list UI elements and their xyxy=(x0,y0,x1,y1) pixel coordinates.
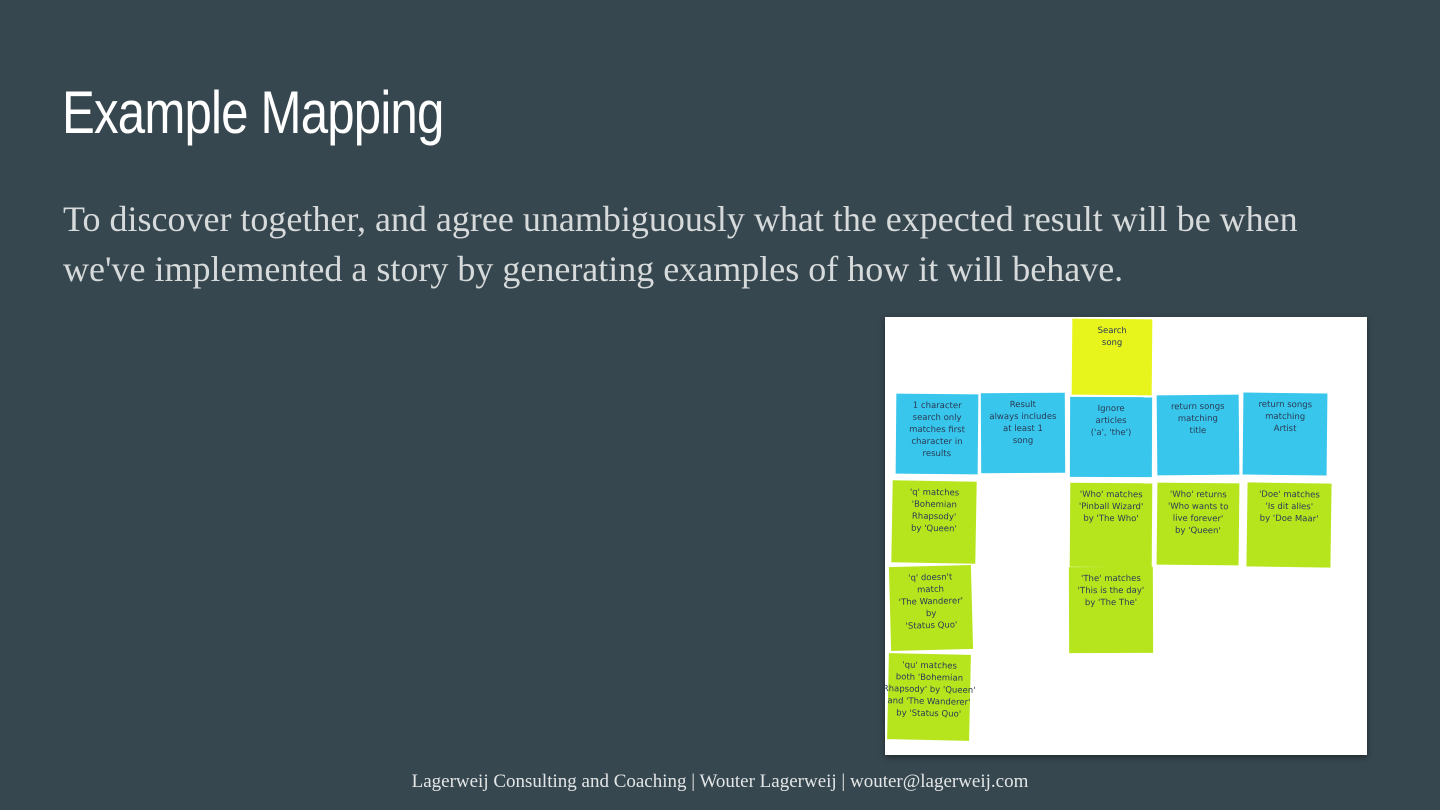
story-card: Search song xyxy=(1071,318,1153,396)
rule-card: Ignore articles ('a', 'the') xyxy=(1069,396,1153,478)
rule-card-text: return songs xyxy=(1258,400,1312,411)
example-card-text: 'The Wanderer' xyxy=(899,596,964,608)
rule-card: return songs matching title xyxy=(1156,394,1240,476)
example-card-text: Rhapsody' xyxy=(912,512,956,523)
example-card-text: 'q' doesn't xyxy=(908,572,953,583)
rule-card-text: at least 1 xyxy=(1003,424,1043,434)
rule-card-text: Result xyxy=(1010,400,1037,410)
example-mapping-photo: Search song 1 character search only matches … xyxy=(885,317,1367,755)
rule-card-text: character in xyxy=(911,437,962,447)
example-card-text: by 'Doe Maar' xyxy=(1260,514,1319,525)
example-card-text: 'Doe' matches xyxy=(1259,490,1321,501)
rule-card-text: always includes xyxy=(989,412,1057,422)
slide-title: Example Mapping xyxy=(62,79,444,146)
rule-card-text: results xyxy=(923,449,952,459)
rule-card-text: matching xyxy=(1265,412,1305,422)
example-card-text: 'q' matches xyxy=(910,488,960,499)
example-card-text: 'This is the day' xyxy=(1078,586,1145,596)
rule-card-text: Artist xyxy=(1274,424,1298,434)
example-card-text: 'Who wants to xyxy=(1168,502,1229,513)
example-card-text: by 'The The' xyxy=(1085,598,1137,608)
rule-card-text: articles xyxy=(1095,416,1127,426)
example-card: 'The' matches 'This is the day' by 'The Th… xyxy=(1068,566,1154,654)
rule-card-text: song xyxy=(1013,436,1033,446)
example-card-text: 'Bohemian xyxy=(912,500,957,511)
example-card-text: by 'The Who' xyxy=(1083,514,1138,524)
story-card-text: Search xyxy=(1098,326,1127,336)
example-card-text: by 'Status Quo' xyxy=(896,708,961,719)
example-card: 'Doe' matches'Is dit alles'by 'Doe Maar' xyxy=(1246,482,1332,568)
example-card-text: match xyxy=(917,585,944,596)
slide-footer: Lagerweij Consulting and Coaching | Wout… xyxy=(411,771,1029,792)
example-card-text: live forever' xyxy=(1173,514,1224,525)
sticky-notes-illustration: Search song 1 character search only matches … xyxy=(885,317,1367,755)
rule-card-text: Ignore xyxy=(1098,404,1125,414)
example-card-text: 'Pinball Wizard' xyxy=(1079,502,1143,512)
rule-card-text: ('a', 'the') xyxy=(1091,428,1132,438)
rule-card-text: matches first xyxy=(909,425,966,435)
example-card-text: and 'The Wanderer' xyxy=(887,696,970,708)
example-card-text: 'Status Quo' xyxy=(905,620,957,631)
example-card-text: by 'Queen' xyxy=(911,524,957,535)
example-card-text: 'The' matches xyxy=(1081,574,1141,584)
example-card: 'Who' matches 'Pinball Wizard' by 'The Who… xyxy=(1069,482,1153,568)
rule-card-text: return songs xyxy=(1171,402,1225,412)
example-card-text: 'Is dit alles' xyxy=(1265,502,1313,513)
story-card-text: song xyxy=(1102,338,1123,348)
example-card-text: Rhapsody' by 'Queen' xyxy=(885,684,976,696)
example-card-text: 'Who' matches xyxy=(1080,490,1144,500)
example-card-text: by 'Queen' xyxy=(1175,526,1221,536)
rule-card-text: 1 character xyxy=(913,401,962,411)
example-card: 'q' doesn't match'The Wanderer'by'Status … xyxy=(888,564,974,652)
example-card-text: 'qu' matches xyxy=(902,660,957,671)
rule-card-text: matching xyxy=(1178,414,1218,424)
rule-card: 1 character search only matches first chara… xyxy=(895,393,979,475)
example-card-text: by xyxy=(926,609,937,619)
rule-card-text: title xyxy=(1190,426,1207,436)
slide-body-text: To discover together, and agree unambigu… xyxy=(63,199,1298,289)
example-card-text: both 'Bohemian xyxy=(896,672,963,683)
example-card-text: 'Who' returns xyxy=(1170,490,1227,501)
rule-card: Result always includes at least 1 song xyxy=(980,392,1066,474)
rule-card-text: search only xyxy=(913,413,962,423)
